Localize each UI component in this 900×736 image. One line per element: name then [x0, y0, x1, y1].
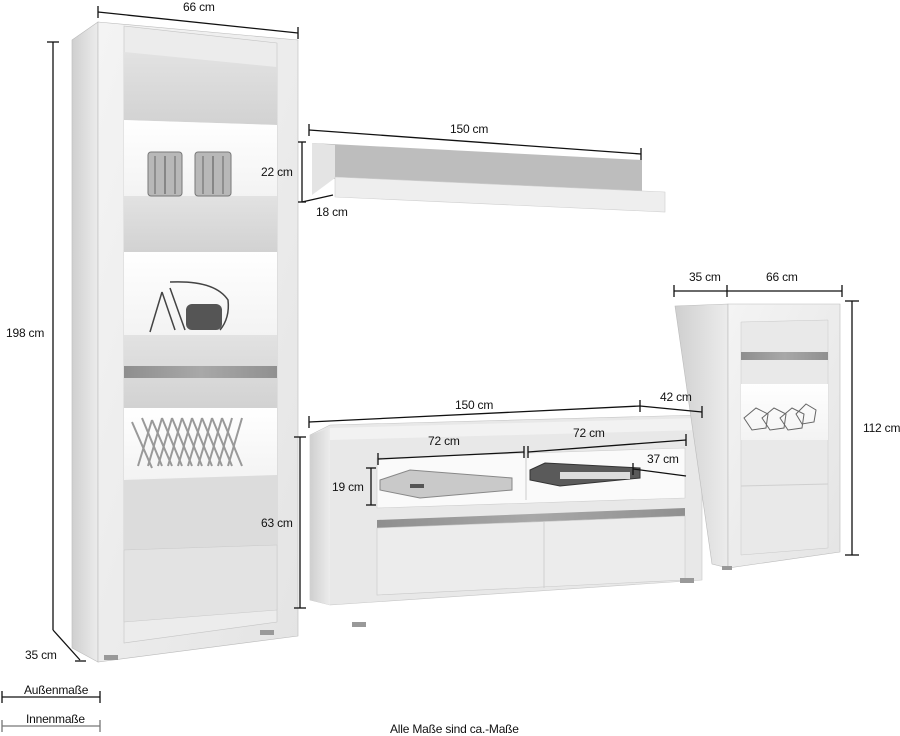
tall-lower-height-label: 63 cm	[261, 516, 293, 530]
tall-depth-label: 35 cm	[25, 648, 57, 662]
dimension-lines	[47, 6, 859, 662]
tv-inner-height-label: 19 cm	[332, 480, 364, 494]
small-width-label: 66 cm	[766, 270, 798, 284]
tall-display-cabinet	[71, 21, 299, 663]
sculpture-decor	[149, 281, 230, 333]
legend-lines	[1, 691, 101, 732]
tv-inner-right-width-label: 72 cm	[573, 426, 605, 440]
tv-width-label: 150 cm	[455, 398, 494, 412]
cube-decor	[743, 403, 817, 431]
small-depth-label: 35 cm	[689, 270, 721, 284]
small-height-label: 112 cm	[863, 421, 900, 435]
tall-shelf-height-label: 22 cm	[261, 165, 293, 179]
small-display-cabinet	[674, 303, 841, 570]
canister-decor	[147, 151, 232, 197]
footnote: Alle Maße sind ca.-Maße	[390, 722, 519, 736]
legend-outer-label: Außenmaße	[24, 683, 89, 697]
tv-lowboard	[309, 414, 703, 627]
wall-shelf	[312, 143, 666, 213]
shelf-depth-label: 18 cm	[316, 205, 348, 219]
tv-depth-label: 42 cm	[660, 390, 692, 404]
rack-decor	[131, 417, 243, 469]
legend-inner-label: Innenmaße	[26, 712, 85, 726]
tall-height-label: 198 cm	[6, 326, 45, 340]
shelf-width-label: 150 cm	[450, 122, 489, 136]
tv-inner-depth-label: 37 cm	[647, 452, 679, 466]
tall-width-label: 66 cm	[183, 0, 215, 14]
tv-inner-left-width-label: 72 cm	[428, 434, 460, 448]
dvd-player-decor	[379, 462, 641, 499]
